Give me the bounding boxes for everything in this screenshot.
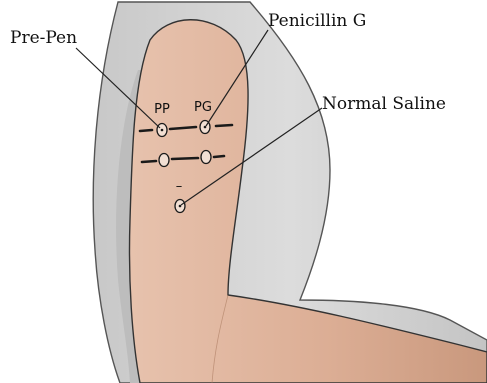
pre-pen-site-dot bbox=[161, 129, 164, 132]
pre-pen-code: PP bbox=[154, 102, 170, 117]
normal-saline-label: Normal Saline bbox=[322, 94, 446, 114]
penicillin-g-site-dot bbox=[204, 126, 207, 129]
pre-pen-label: Pre-Pen bbox=[10, 28, 77, 48]
lower-right-site bbox=[201, 151, 211, 164]
normal-saline-site-dot bbox=[179, 205, 182, 208]
penicillin-g-label: Penicillin G bbox=[268, 11, 366, 31]
penicillin-g-code: PG bbox=[194, 100, 212, 115]
negative-control-code: – bbox=[176, 179, 183, 194]
lower-left-site bbox=[159, 154, 169, 167]
